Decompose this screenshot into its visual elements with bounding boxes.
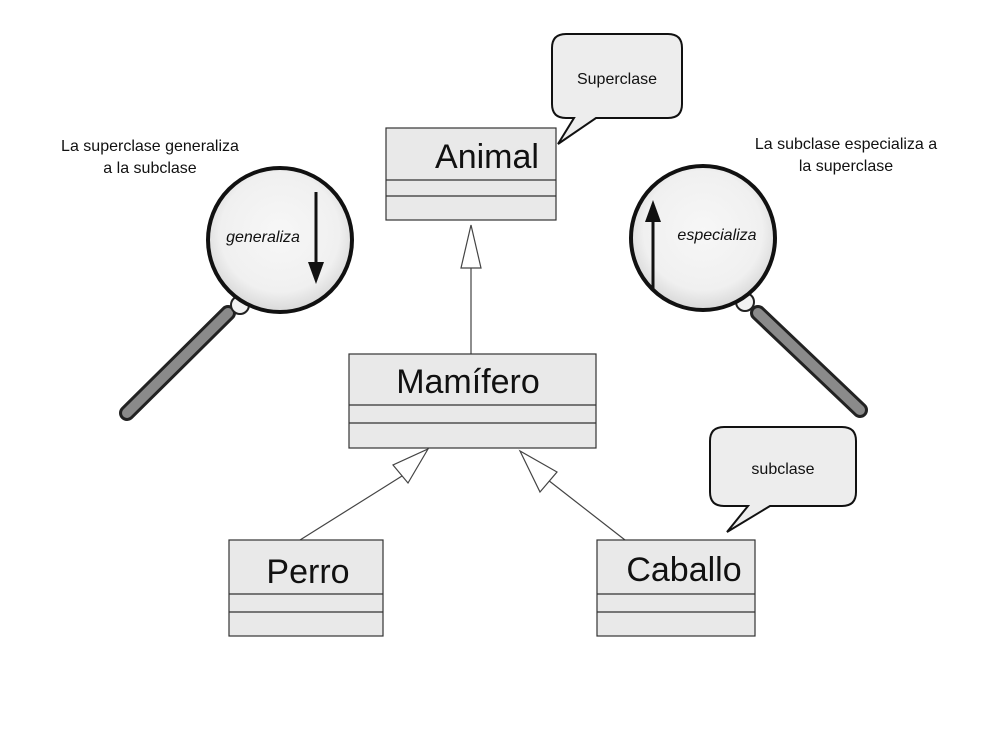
annotation-right-line1: La subclase especializa a — [754, 136, 938, 153]
inheritance-arrows — [299, 224, 626, 541]
class-box-animal: Animal — [385, 127, 557, 221]
class-name-caballo: Caballo — [626, 551, 741, 589]
callout-subclase: subclase — [709, 426, 857, 533]
annotation-superclass-generalizes: La superclase generaliza a la subclase — [20, 136, 280, 180]
annotation-left-line2: a la subclase — [103, 160, 197, 177]
class-box-perro: Perro — [228, 539, 384, 637]
annotation-right-line2: la superclase — [798, 158, 894, 175]
lens-label-especializa: especializa — [677, 227, 756, 244]
left-magnifier-icon — [119, 166, 354, 421]
class-box-caballo: Caballo — [596, 539, 756, 637]
right-magnifier-icon — [629, 164, 868, 418]
class-name-animal: Animal — [435, 138, 539, 176]
callout-superclase: Superclase — [551, 33, 683, 145]
class-box-mamifero: Mamífero — [348, 353, 597, 449]
annotation-subclass-specializes: La subclase especializa a la superclase — [716, 134, 976, 178]
callout-subclase-text: subclase — [751, 461, 814, 478]
callout-superclase-text: Superclase — [577, 71, 657, 88]
annotation-left-line1: La superclase generaliza — [61, 138, 239, 155]
class-name-mamifero: Mamífero — [396, 363, 540, 401]
lens-label-generaliza: generaliza — [226, 229, 300, 246]
class-name-perro: Perro — [266, 553, 349, 591]
